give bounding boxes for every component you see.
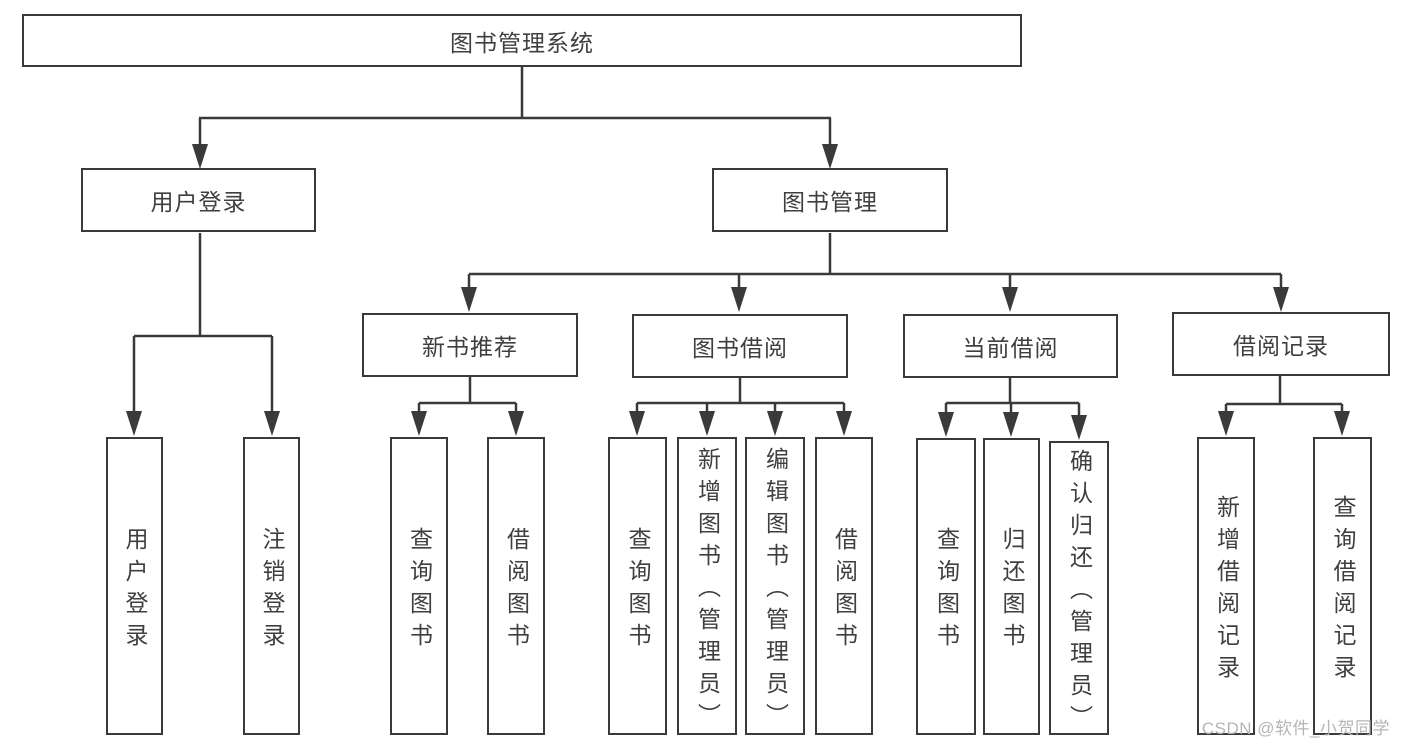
- node-user-login: 用户登录: [81, 168, 316, 232]
- leaf-query-books-1-label: 查询图书: [406, 526, 433, 655]
- leaf-query-borrow-record-label: 查询借阅记录: [1330, 494, 1356, 687]
- leaf-confirm-return-admin: 确认归还（管理员）: [1049, 441, 1109, 737]
- connector-paths: [132, 67, 1344, 416]
- node-book-management: 图书管理: [712, 168, 948, 232]
- leaf-borrow-books-1-label: 借阅图书: [503, 526, 530, 655]
- leaf-return-books-label: 归还图书: [999, 527, 1025, 655]
- leaf-query-books-2-label: 查询图书: [625, 526, 651, 655]
- leaf-logout: 注销登录: [243, 437, 300, 735]
- leaf-logout-label: 注销登录: [259, 526, 285, 655]
- leaf-query-borrow-record: 查询借阅记录: [1313, 437, 1372, 735]
- arrowhead-icon: [126, 144, 1350, 440]
- node-root: 图书管理系统: [22, 14, 1022, 67]
- node-borrow-records: 借阅记录: [1172, 312, 1390, 376]
- leaf-add-books-admin-label: 新增图书（管理员）: [694, 446, 721, 735]
- leaf-query-books-3-label: 查询图书: [933, 527, 960, 655]
- leaf-add-books-admin: 新增图书（管理员）: [677, 437, 737, 735]
- node-current-borrow: 当前借阅: [903, 314, 1118, 378]
- leaf-borrow-books-1: 借阅图书: [487, 437, 545, 735]
- leaf-edit-books-admin: 编辑图书（管理员）: [745, 437, 805, 735]
- leaf-user-login-label: 用户登录: [122, 526, 148, 655]
- leaf-add-borrow-record-label: 新增借阅记录: [1213, 494, 1240, 687]
- leaf-user-login: 用户登录: [106, 437, 163, 735]
- leaf-borrow-books-2: 借阅图书: [815, 437, 873, 735]
- watermark: CSDN @软件_小贺同学: [1201, 719, 1390, 738]
- node-book-borrow: 图书借阅: [632, 314, 848, 378]
- leaf-query-books-1: 查询图书: [390, 437, 448, 735]
- leaf-borrow-books-2-label: 借阅图书: [831, 526, 858, 655]
- leaf-query-books-3: 查询图书: [916, 438, 976, 735]
- leaf-return-books: 归还图书: [983, 438, 1040, 735]
- leaf-edit-books-admin-label: 编辑图书（管理员）: [762, 446, 789, 735]
- leaf-confirm-return-admin-label: 确认归还（管理员）: [1066, 448, 1093, 737]
- leaf-query-books-2: 查询图书: [608, 437, 667, 735]
- node-new-book-recommend: 新书推荐: [362, 313, 578, 377]
- leaf-add-borrow-record: 新增借阅记录: [1197, 437, 1255, 735]
